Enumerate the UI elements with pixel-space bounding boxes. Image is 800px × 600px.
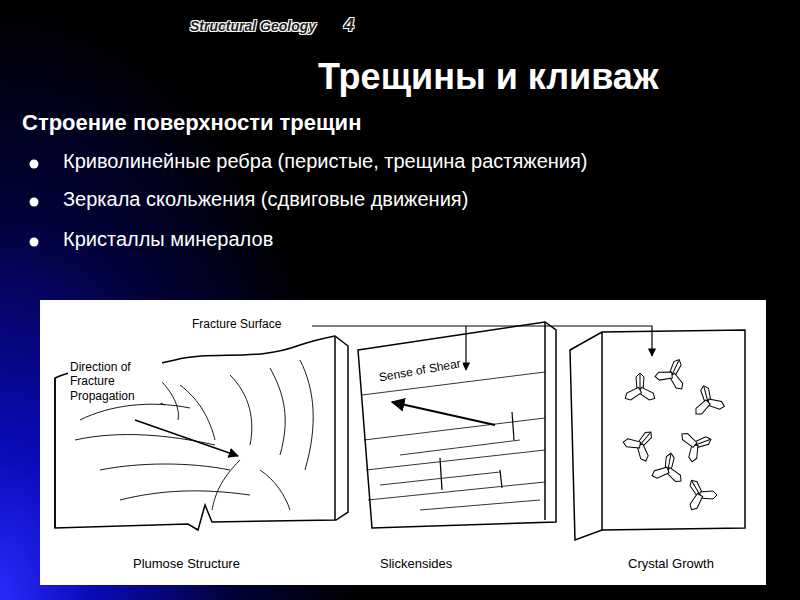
plumose-block [55, 336, 348, 530]
figure-panel [40, 300, 766, 585]
section-heading: Строение поверхности трещин [22, 110, 361, 135]
course-name: Structural Geology [190, 18, 316, 34]
figure-label: Fracture Surface [190, 318, 283, 332]
bullet-text: Зеркала скольжения (сдвиговые движения) [63, 188, 468, 211]
slide-number: 4 [344, 15, 354, 36]
bullet-text: Кристаллы минералов [63, 228, 273, 251]
leader-lines [312, 326, 652, 370]
slickensides-block [358, 322, 556, 528]
bullet-dots [30, 160, 39, 247]
figure-caption: Crystal Growth [628, 557, 714, 572]
figure-caption: Slickensides [380, 557, 452, 572]
slide-title: Трещины и кливаж [318, 56, 658, 97]
figure-label: Direction of Fracture Propagation [68, 360, 162, 403]
figure-caption: Plumose Structure [133, 557, 240, 572]
crystal-block [570, 330, 745, 540]
bullet-text: Криволинейные ребра (перистые, трещина р… [63, 150, 587, 173]
